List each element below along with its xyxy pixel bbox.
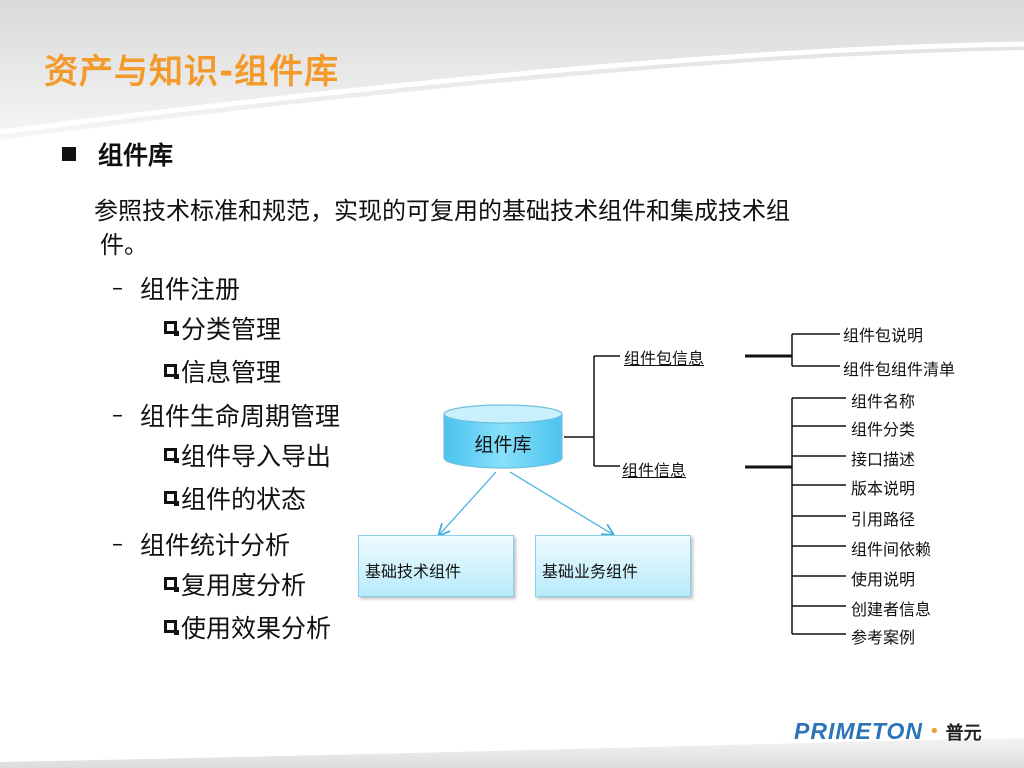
list-item-label: 组件导入导出 <box>181 441 332 471</box>
database-cylinder-icon <box>443 404 563 469</box>
description-line: 件。 <box>100 231 148 259</box>
group-label: 组件生命周期管理 <box>140 402 341 431</box>
group-lifecycle: – 组件生命周期管理 组件导入导出 组件的状态 <box>112 397 340 519</box>
component-library-label: 组件库 <box>474 434 532 456</box>
description-line: 参照技术标准和规范，实现的可复用的基础技术组件和集成技术组 <box>94 197 790 225</box>
group-label: 组件统计分析 <box>140 531 291 560</box>
checkbox-bullet-icon <box>164 577 179 592</box>
checkbox-bullet-icon <box>164 620 179 635</box>
list-item: 复用度分析 <box>112 562 331 605</box>
section-heading: 组件库 <box>62 136 173 172</box>
group-heading: – 组件生命周期管理 <box>112 397 340 433</box>
dash-bullet: – <box>112 275 123 301</box>
checkbox-bullet-icon <box>164 364 179 379</box>
list-item: 组件的状态 <box>112 476 340 519</box>
list-item-label: 使用效果分析 <box>181 613 332 643</box>
info-item: 引用路径 <box>851 510 916 529</box>
list-item: 组件导入导出 <box>112 433 340 476</box>
list-item: 使用效果分析 <box>112 605 331 648</box>
info-item: 参考案例 <box>851 628 916 647</box>
checkbox-bullet-icon <box>164 321 179 336</box>
info-item: 组件名称 <box>851 392 916 411</box>
basic-business-component-box: 基础业务组件 <box>535 535 691 597</box>
package-item: 组件包说明 <box>843 326 924 345</box>
component-info-branch: 组件信息 <box>622 461 687 480</box>
logo-dot-icon: • <box>928 721 940 742</box>
package-item: 组件包组件清单 <box>843 360 956 379</box>
basic-tech-component-box: 基础技术组件 <box>358 535 514 597</box>
info-item: 组件间依赖 <box>851 540 932 559</box>
list-item-label: 信息管理 <box>181 357 282 387</box>
checkbox-bullet-icon <box>164 448 179 463</box>
list-item: 信息管理 <box>112 349 281 392</box>
logo-text-cn: 普元 <box>945 722 982 744</box>
checkbox-bullet-icon <box>164 491 179 506</box>
package-info-branch: 组件包信息 <box>624 349 705 368</box>
info-item: 接口描述 <box>851 450 916 469</box>
primeton-logo: PRIMETON • 普元 <box>794 718 982 745</box>
logo-text-en: PRIMETON <box>794 718 923 744</box>
group-statistics: – 组件统计分析 复用度分析 使用效果分析 <box>112 526 331 648</box>
list-item-label: 组件的状态 <box>181 484 307 514</box>
list-item-label: 分类管理 <box>181 314 282 344</box>
list-item-label: 复用度分析 <box>181 570 307 600</box>
group-registration: – 组件注册 分类管理 信息管理 <box>112 270 281 392</box>
group-label: 组件注册 <box>140 275 241 304</box>
list-item: 分类管理 <box>112 306 281 349</box>
description: 参照技术标准和规范，实现的可复用的基础技术组件和集成技术组 件。 <box>94 194 934 262</box>
section-title: 组件库 <box>98 141 174 170</box>
info-item: 使用说明 <box>851 570 916 589</box>
square-bullet-icon <box>62 147 76 161</box>
slide-title: 资产与知识-组件库 <box>44 52 340 92</box>
info-item: 创建者信息 <box>851 600 932 619</box>
info-item: 版本说明 <box>851 479 916 498</box>
dash-bullet: – <box>112 531 123 557</box>
dash-bullet: – <box>112 402 123 428</box>
group-heading: – 组件注册 <box>112 270 281 306</box>
info-item: 组件分类 <box>851 420 916 439</box>
group-heading: – 组件统计分析 <box>112 526 331 562</box>
